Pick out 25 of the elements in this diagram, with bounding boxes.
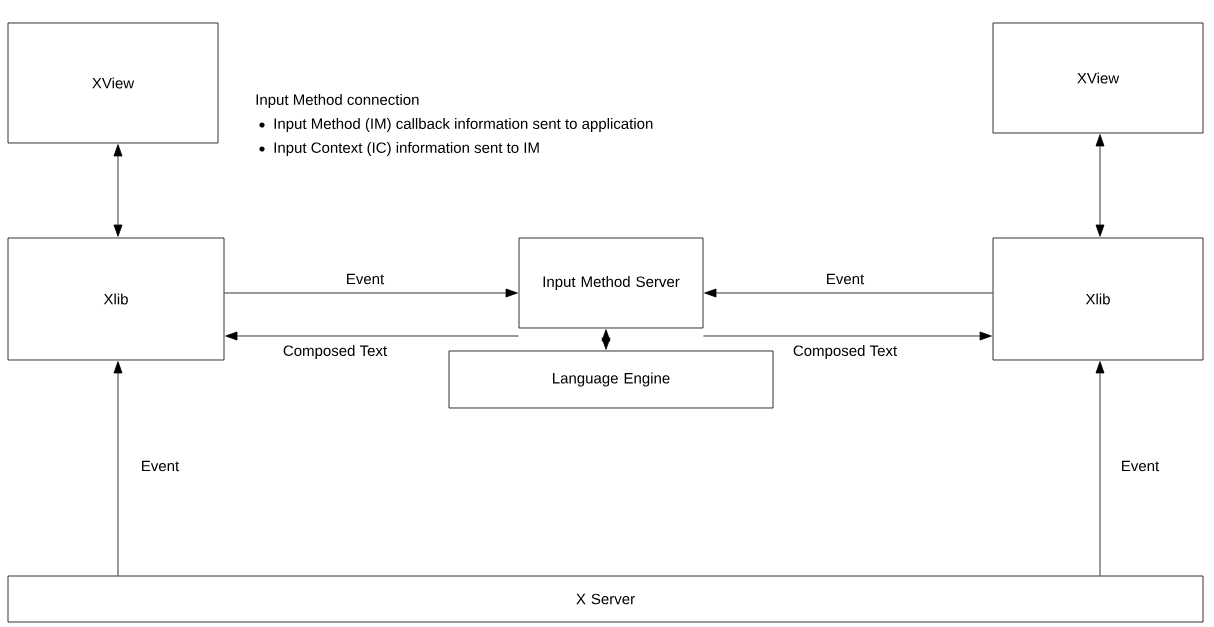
arrow (224, 288, 518, 298)
edge-label: Event (139, 459, 181, 473)
arrow (703, 331, 992, 341)
process-box: Xlib (7, 237, 225, 361)
arrow (113, 144, 123, 237)
process-box: X Server (7, 575, 1204, 623)
arrow (704, 288, 993, 298)
process-box: Xlib (992, 237, 1204, 361)
edge-label: Event (344, 272, 386, 286)
bullet-item: Input Context (IC) information sent to IM (259, 142, 539, 156)
process-box: XView (992, 22, 1204, 134)
bullet-item: Input Method (IM) callback information sent to application (259, 118, 653, 132)
note-heading: Input Method connection (256, 94, 419, 108)
edge-label: Event (824, 272, 866, 286)
process-box: XView (7, 22, 219, 144)
arrow (1095, 361, 1105, 576)
edge-label: Event (1119, 459, 1161, 473)
process-box: Language Engine (448, 350, 774, 409)
process-box: Input Method Server (518, 237, 704, 329)
edge-label: Composed Text (281, 344, 389, 360)
arrow (601, 329, 611, 350)
edge-label: Composed Text (791, 344, 899, 360)
arrow (113, 361, 123, 576)
arrow (225, 331, 519, 341)
arrow (1095, 134, 1105, 237)
